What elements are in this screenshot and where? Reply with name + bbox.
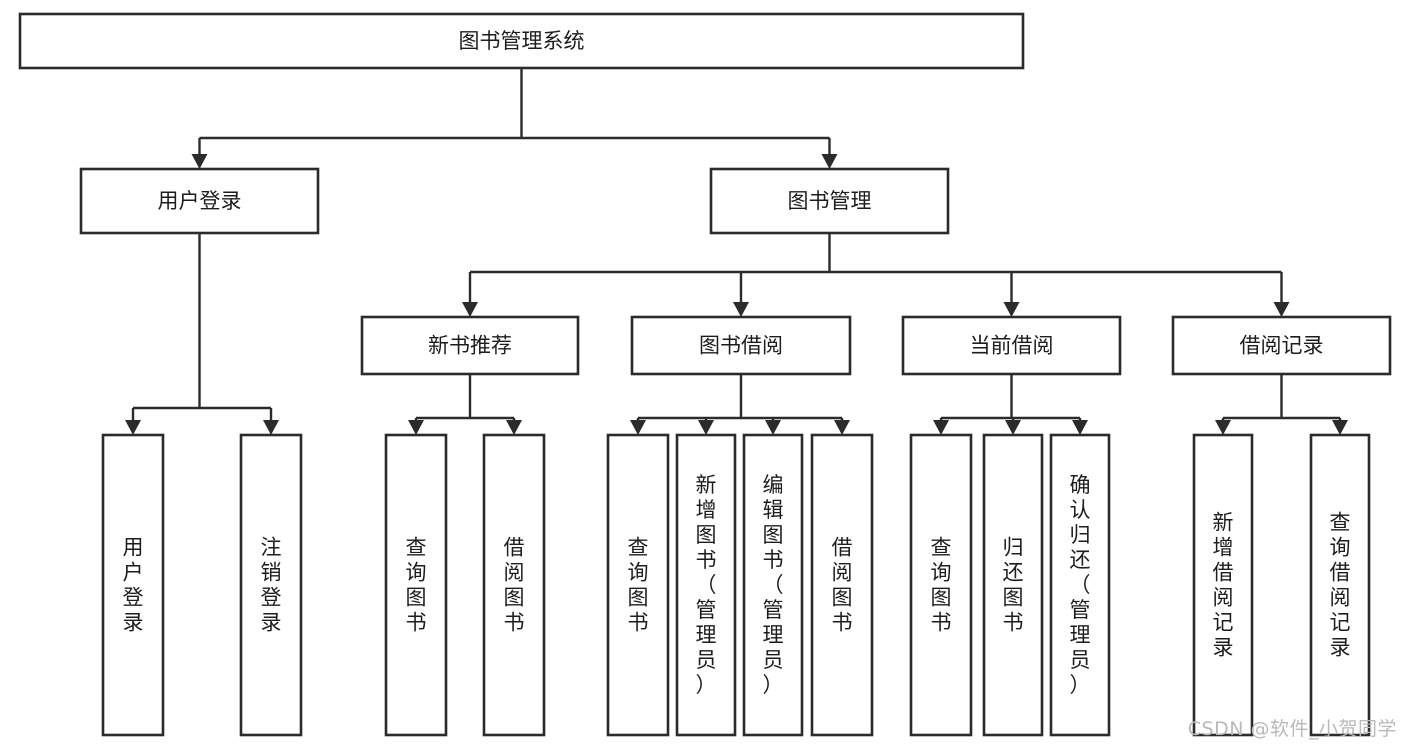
node-user-login[interactable]: 用户登录	[79, 167, 320, 235]
node-leaf-add-book[interactable]: 新增图书（管理员）	[675, 433, 737, 737]
book-borrow-to-leaf-0-arrowhead	[630, 420, 646, 435]
node-leaf-return-book-label: 归还图书	[1003, 536, 1024, 635]
node-leaf-user-login-label: 用户登录	[123, 536, 144, 635]
node-leaf-borrow-book-rec-box[interactable]	[482, 433, 546, 737]
node-leaf-add-record[interactable]: 新增借阅记录	[1192, 433, 1254, 737]
node-leaf-edit-book[interactable]: 编辑图书（管理员）	[742, 433, 804, 737]
node-leaf-logout-login-label: 注销登录	[261, 536, 282, 635]
watermark-label: CSDN @软件_小贺同学	[1187, 718, 1397, 740]
node-leaf-return-book-box[interactable]	[982, 433, 1044, 737]
book-borrow-to-leaf-3-arrowhead	[834, 420, 850, 435]
node-new-book-recommend-label: 新书推荐	[428, 334, 512, 358]
node-root-label: 图书管理系统	[459, 29, 585, 53]
node-leaf-query-book-rec-box[interactable]	[384, 433, 448, 737]
node-leaf-user-login-box[interactable]	[101, 433, 165, 737]
current-borrow-to-leaf-2-arrowhead	[1072, 420, 1088, 435]
user-login-to-leaf-1-arrowhead	[263, 420, 279, 435]
node-leaf-edit-book-box[interactable]	[742, 433, 804, 737]
node-leaf-borrow-book-rec-label: 借阅图书	[504, 536, 525, 635]
node-borrow-record[interactable]: 借阅记录	[1171, 315, 1392, 376]
node-leaf-confirm-return[interactable]: 确认归还（管理员）	[1049, 433, 1111, 737]
node-leaf-add-record-box[interactable]	[1192, 433, 1254, 737]
node-leaf-logout-login[interactable]: 注销登录	[239, 433, 303, 737]
node-leaf-return-book[interactable]: 归还图书	[982, 433, 1044, 737]
l2-to-l3-2-arrowhead	[1003, 302, 1020, 317]
root-to-l2-1-arrowhead	[821, 154, 838, 169]
node-borrow-record-box[interactable]	[1171, 315, 1392, 376]
node-leaf-add-book-box[interactable]	[675, 433, 737, 737]
node-current-borrow[interactable]: 当前借阅	[901, 315, 1122, 376]
node-root-box[interactable]	[18, 12, 1025, 70]
node-leaf-logout-login-box[interactable]	[239, 433, 303, 737]
node-leaf-query-book-current-box[interactable]	[909, 433, 973, 737]
book-borrow-to-leaf-1-arrowhead	[698, 420, 714, 435]
l2-to-l3-3-arrowhead	[1273, 302, 1290, 317]
node-leaf-query-book-rec-label: 查询图书	[406, 536, 427, 635]
node-book-manage-label: 图书管理	[788, 189, 872, 213]
new-book-recommend-to-leaf-1-arrowhead	[506, 420, 522, 435]
node-leaf-confirm-return-label: 确认归还（管理员）	[1070, 473, 1091, 697]
l2-to-l3-0-arrowhead	[462, 302, 478, 317]
borrow-record-to-leaf-1-arrowhead	[1332, 420, 1348, 435]
node-borrow-record-label: 借阅记录	[1240, 334, 1324, 358]
node-leaf-query-book-borrow[interactable]: 查询图书	[606, 433, 670, 737]
new-book-recommend-to-leaf-0-arrowhead	[408, 420, 424, 435]
node-leaf-edit-book-label: 编辑图书（管理员）	[763, 473, 784, 697]
node-leaf-query-record-box[interactable]	[1309, 433, 1371, 737]
node-book-manage-box[interactable]	[709, 167, 950, 235]
node-leaf-borrow-book-rec[interactable]: 借阅图书	[482, 433, 546, 737]
node-book-manage[interactable]: 图书管理	[709, 167, 950, 235]
current-borrow-to-leaf-1-arrowhead	[1005, 420, 1021, 435]
node-leaf-query-record[interactable]: 查询借阅记录	[1309, 433, 1371, 737]
node-leaf-add-record-label: 新增借阅记录	[1213, 511, 1234, 660]
node-leaf-query-book-rec[interactable]: 查询图书	[384, 433, 448, 737]
current-borrow-to-leaf-0-arrowhead	[933, 420, 949, 435]
node-leaf-user-login[interactable]: 用户登录	[101, 433, 165, 737]
book-borrow-to-leaf-2-arrowhead	[765, 420, 781, 435]
node-leaf-query-book-current[interactable]: 查询图书	[909, 433, 973, 737]
node-leaf-borrow-book[interactable]: 借阅图书	[810, 433, 874, 737]
user-login-to-leaf-0-arrowhead	[125, 420, 141, 435]
node-leaf-borrow-book-label: 借阅图书	[832, 536, 853, 635]
node-leaf-query-book-borrow-label: 查询图书	[628, 536, 649, 635]
node-book-borrow-box[interactable]	[630, 315, 852, 376]
root-to-l2-0-arrowhead	[191, 154, 208, 169]
node-new-book-recommend-box[interactable]	[360, 315, 580, 376]
node-current-borrow-label: 当前借阅	[970, 334, 1054, 358]
node-root[interactable]: 图书管理系统	[18, 12, 1025, 70]
node-leaf-add-book-label: 新增图书（管理员）	[696, 473, 717, 697]
node-book-borrow[interactable]: 图书借阅	[630, 315, 852, 376]
node-leaf-query-record-label: 查询借阅记录	[1330, 511, 1351, 660]
node-layer: 图书管理系统用户登录图书管理新书推荐图书借阅当前借阅借阅记录用户登录注销登录查询…	[18, 12, 1392, 737]
node-leaf-query-book-current-label: 查询图书	[931, 536, 952, 635]
l2-to-l3-1-arrowhead	[733, 302, 749, 317]
node-user-login-box[interactable]	[79, 167, 320, 235]
borrow-record-to-leaf-0-arrowhead	[1215, 420, 1231, 435]
node-new-book-recommend[interactable]: 新书推荐	[360, 315, 580, 376]
node-user-login-label: 用户登录	[158, 189, 242, 213]
node-leaf-borrow-book-box[interactable]	[810, 433, 874, 737]
node-leaf-query-book-borrow-box[interactable]	[606, 433, 670, 737]
node-book-borrow-label: 图书借阅	[699, 334, 783, 358]
node-current-borrow-box[interactable]	[901, 315, 1122, 376]
node-leaf-confirm-return-box[interactable]	[1049, 433, 1111, 737]
connector-layer	[125, 68, 1348, 435]
